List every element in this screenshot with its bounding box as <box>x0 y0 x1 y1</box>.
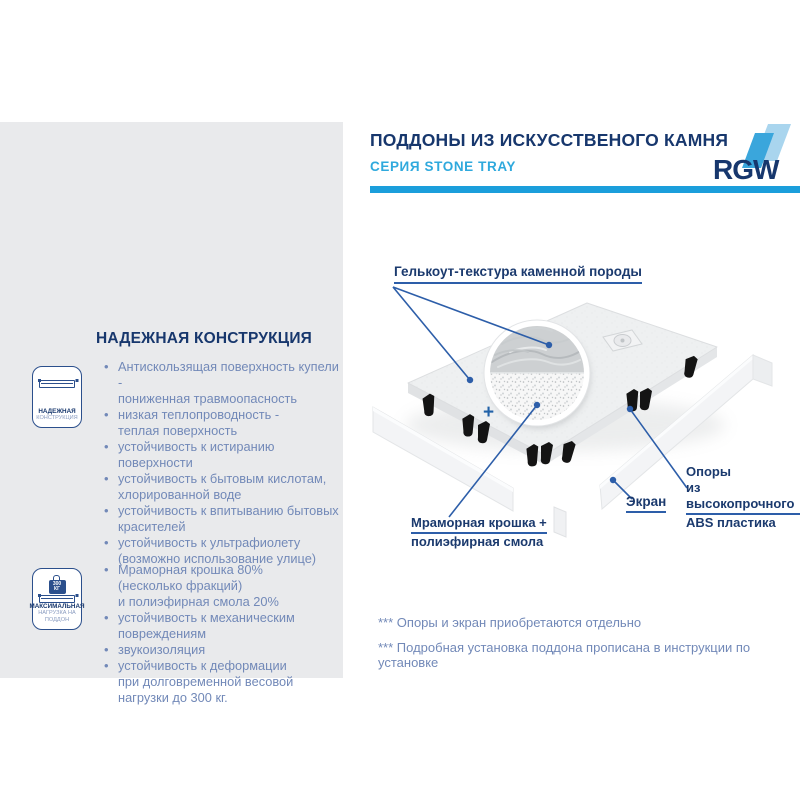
callout-supports-label: Опоры из высокопрочного ABS пластика <box>686 464 800 531</box>
screen-panels <box>372 353 773 538</box>
drain <box>602 329 643 352</box>
tray-illustration <box>372 286 773 538</box>
feature-item: устойчивость к деформации при долговреме… <box>103 658 341 706</box>
badge1-label-line1: НАДЕЖНАЯ <box>38 408 76 415</box>
plus-sign: + <box>483 402 495 423</box>
feature-item: устойчивость к впитыванию бытовых красит… <box>103 503 341 535</box>
badge1-label-line2: КОНСТРУКЦИЯ <box>36 415 78 421</box>
tray-diagram: Гелькоут-текстура каменной породы + Мрам… <box>370 220 800 620</box>
callout-dots <box>466 341 634 484</box>
supports-label-line3: ABS пластика <box>686 515 776 530</box>
callout-gelcoat-label: Гелькоут-текстура каменной породы <box>394 264 642 284</box>
features-list-2: Мраморная крошка 80% (несколько фракций)… <box>103 562 341 706</box>
page-title: ПОДДОНЫ ИЗ ИСКУССТВЕНОГО КАМНЯ <box>370 130 729 150</box>
callout-screen-label: Экран <box>626 494 667 513</box>
tray-profile-icon <box>33 379 81 388</box>
feature-item: Мраморная крошка 80% (несколько фракций)… <box>103 562 341 610</box>
footnote-2: *** Подробная установка поддона прописан… <box>378 640 751 670</box>
badge2-label-line1: МАКСИМАЛЬНАЯ <box>29 603 85 610</box>
rgw-logo: RGW <box>712 124 796 186</box>
marble-label-line2: полиэфирная смола <box>411 534 544 549</box>
feature-item: Антискользящая поверхность купели - пони… <box>103 359 341 407</box>
features-list-1: Антискользящая поверхность купели - пони… <box>103 359 341 567</box>
max-load-badge: 300 КГ МАКСИМАЛЬНАЯ НАГРУЗКА НА ПОДДОН <box>29 568 85 630</box>
feature-item: низкая теплопроводность - теплая поверхн… <box>103 407 341 439</box>
weight-on-tray-icon: 300 КГ <box>33 575 81 603</box>
features-heading: НАДЕЖНАЯ КОНСТРУКЦИЯ <box>96 330 313 347</box>
weight-unit: КГ <box>54 586 60 592</box>
callout-marble-label: Мраморная крошка + полиэфирная смола <box>411 515 547 550</box>
features-panel: НАДЕЖНАЯ КОНСТРУКЦИЯ НАДЕЖНАЯ КОНСТРУКЦИ… <box>0 122 343 705</box>
texture-magnifier <box>483 319 591 429</box>
logo-mark-icon: RGW <box>713 124 791 185</box>
supports-label-line2: из высокопрочного <box>686 480 800 515</box>
callout-lines <box>392 286 688 518</box>
marble-label-line1: Мраморная крошка + <box>411 515 547 534</box>
feature-item: устойчивость к бытовым кислотам, хлориро… <box>103 471 341 503</box>
footnotes: *** Опоры и экран приобретаются отдельно… <box>378 615 800 680</box>
header-divider <box>370 186 800 193</box>
supports-label-line1: Опоры <box>686 464 731 479</box>
footnote-1: *** Опоры и экран приобретаются отдельно <box>378 615 642 630</box>
feature-item: устойчивость к истиранию поверхности <box>103 439 341 471</box>
feature-item: устойчивость к механическим повреждениям <box>103 610 341 642</box>
svg-text:RGW: RGW <box>713 154 780 185</box>
feature-item: звукоизоляция <box>103 642 341 658</box>
weight-value: 300 <box>52 581 62 587</box>
reliable-construction-badge: НАДЕЖНАЯ КОНСТРУКЦИЯ <box>32 366 82 428</box>
badge2-label-line2: НАГРУЗКА НА ПОДДОН <box>38 610 76 623</box>
page-subtitle: СЕРИЯ STONE TRAY <box>370 159 517 174</box>
